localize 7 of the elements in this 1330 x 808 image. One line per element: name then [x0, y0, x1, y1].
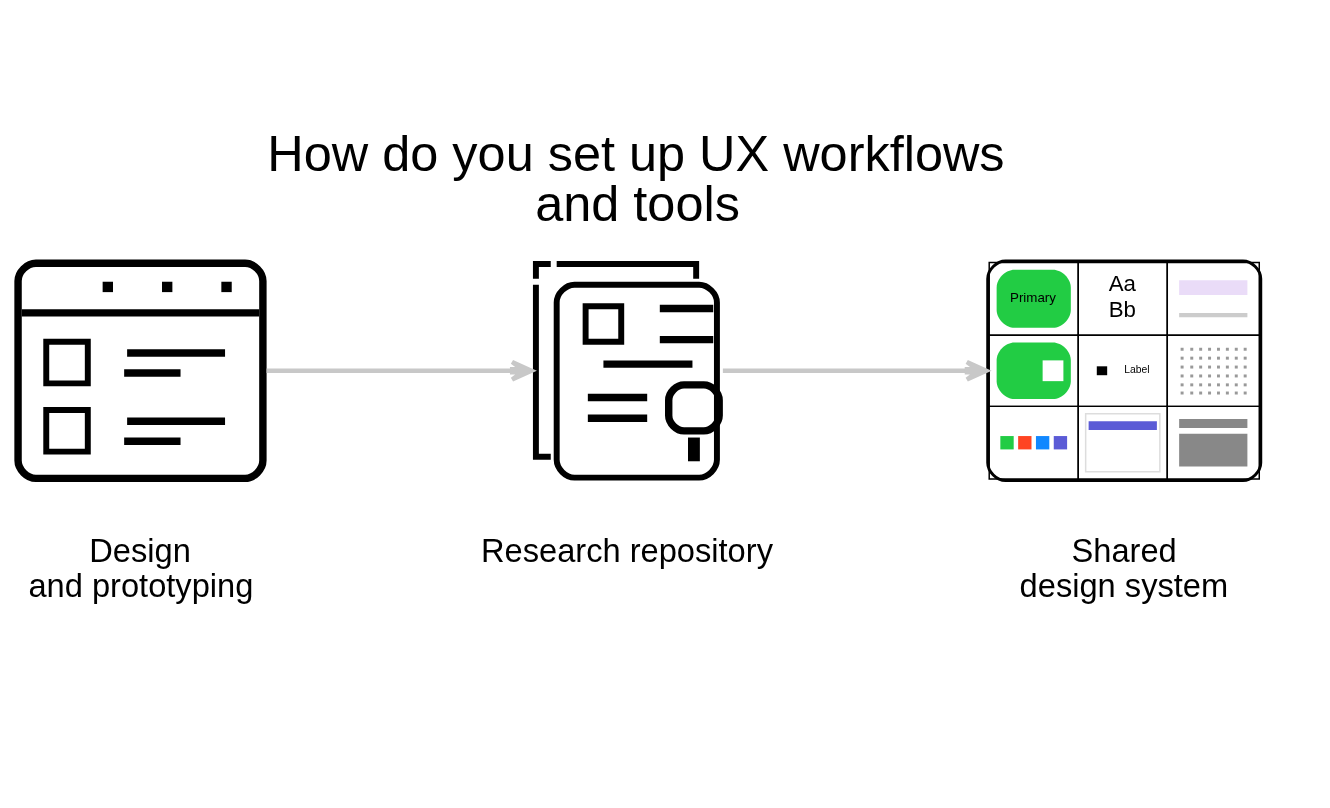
label: Primary — [1009, 290, 1056, 306]
node-label: Design and prototyping — [28, 531, 254, 605]
node-label: Research repository — [481, 531, 773, 569]
node-label: Shared design system — [1019, 531, 1229, 605]
label: Label — [1124, 364, 1150, 376]
label: Aa Bb — [1108, 271, 1136, 322]
diagram-title: How do you set up UX workflows and tools — [267, 124, 1005, 233]
